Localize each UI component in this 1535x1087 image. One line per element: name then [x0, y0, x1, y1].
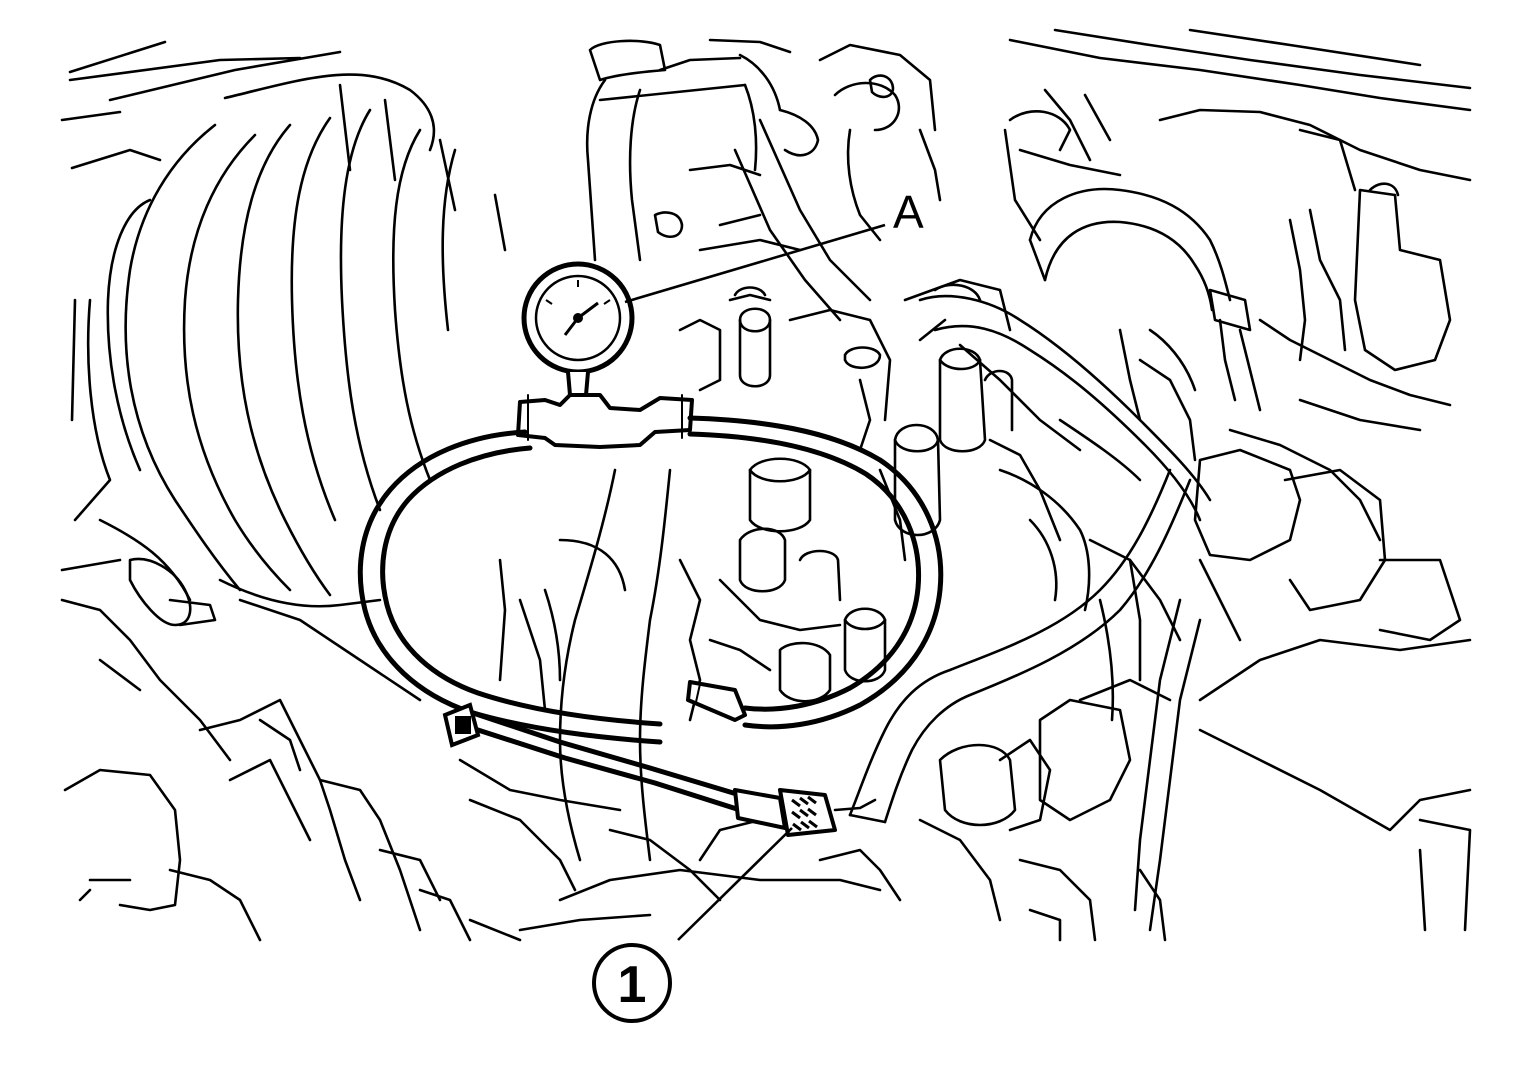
engine-background-art [60, 28, 1472, 942]
quick-connector-icon [733, 788, 877, 837]
callout-a-label: A [893, 186, 924, 238]
callout-1-label: 1 [618, 956, 647, 1014]
callout-1: 1 [592, 943, 672, 1023]
callout-leaders [624, 223, 886, 941]
pressure-gauge-icon [516, 261, 694, 449]
callout-a: A [893, 186, 924, 238]
